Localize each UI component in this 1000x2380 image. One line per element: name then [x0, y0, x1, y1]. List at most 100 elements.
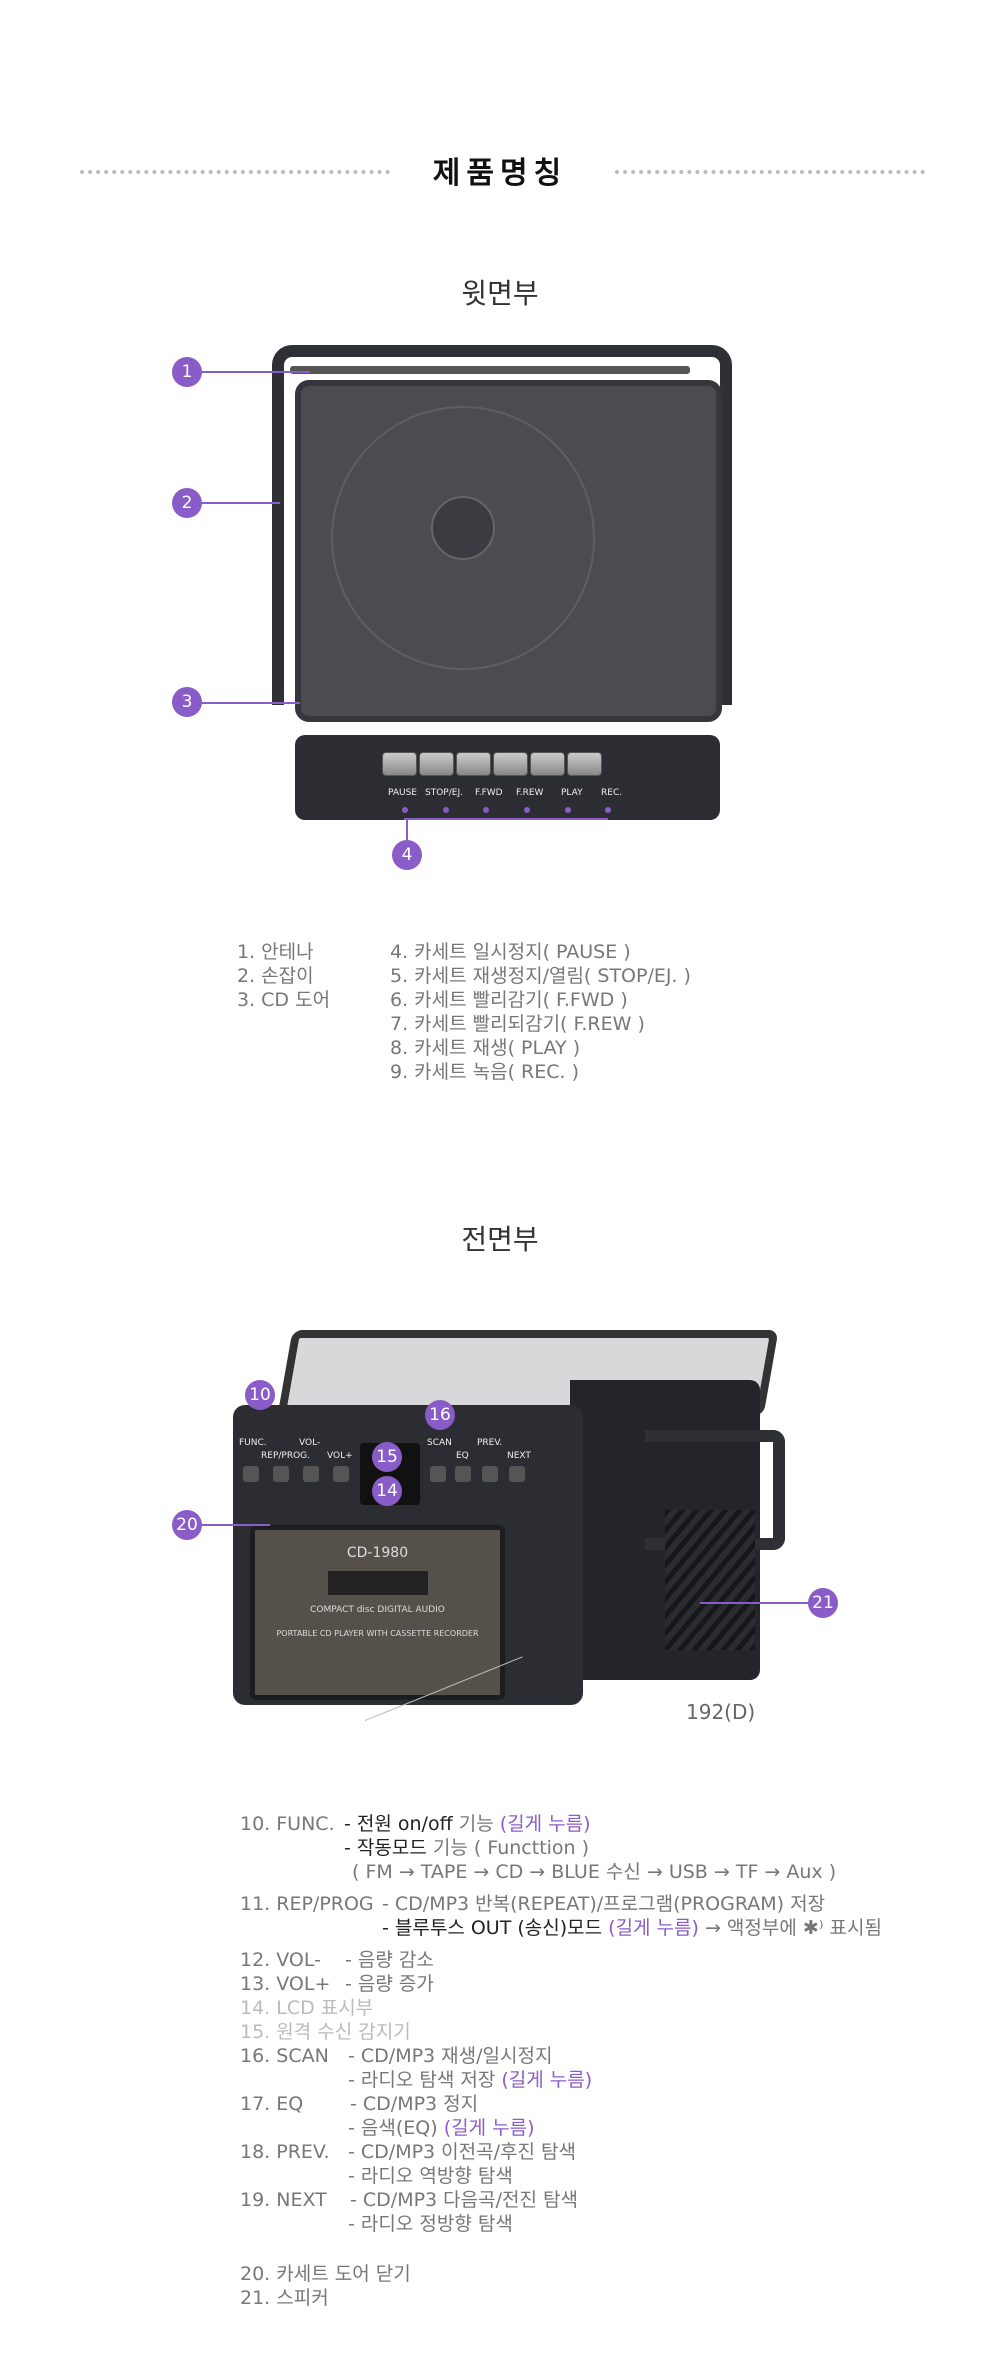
model-label: CD-1980: [346, 1545, 409, 1561]
door-caption: PORTABLE CD PLAYER WITH CASSETTE RECORDE…: [276, 1629, 479, 1638]
ffwd-button[interactable]: [456, 752, 491, 776]
text-segment: 19. NEXT: [240, 2189, 327, 2211]
desc-14: 14. LCD 표시부: [240, 1997, 374, 2019]
callout-dot: [565, 807, 571, 813]
cassette-deck-base: [295, 735, 720, 820]
label-pause: PAUSE: [388, 788, 417, 798]
desc-11: 11. REP/PROG- CD/MP3 반복(REPEAT)/프로그램(PRO…: [240, 1892, 882, 1916]
label-frew: F.REW: [516, 788, 544, 798]
text-segment: 18. PREV.: [240, 2141, 330, 2163]
text-segment: 기능: [452, 1813, 500, 1835]
label-ffwd: F.FWD: [475, 788, 503, 798]
text-segment: - 블루투스 OUT (송신)모드: [382, 1917, 603, 1939]
callout-16: 16: [425, 1400, 455, 1430]
top-parts-list-col1: 1. 안테나 2. 손잡이 3. CD 도어: [237, 940, 330, 1012]
callout-4: 4: [392, 840, 422, 870]
text-segment: - 작동모드: [344, 1837, 427, 1859]
callout-leader-line: [200, 371, 310, 373]
bluetooth-icon: ✱⁾: [802, 1917, 824, 1939]
label-next: NEXT: [507, 1451, 531, 1461]
text-segment: - 음량 감소: [345, 1949, 434, 1971]
callout-3: 3: [172, 687, 202, 717]
label-rep-prog: REP/PROG.: [261, 1451, 310, 1461]
pause-button[interactable]: [382, 752, 417, 776]
desc-20: 20. 카세트 도어 닫기: [240, 2263, 411, 2285]
label-play: PLAY: [561, 788, 583, 798]
power-button[interactable]: [243, 1466, 259, 1482]
list-item: 6. 카세트 빨리감기( F.FWD ): [390, 989, 628, 1011]
label-scan: SCAN: [427, 1438, 452, 1448]
desc-15: 15. 원격 수신 감지기: [240, 2021, 411, 2043]
callout-15: 15: [372, 1442, 402, 1472]
cd-door: [295, 380, 722, 722]
callout-leader-line: [404, 818, 608, 820]
front-parts-descriptions: 10. FUNC. - 전원 on/off 기능 (길게 누름) - 작동모드 기…: [240, 1812, 882, 2310]
callout-10: 10: [245, 1380, 275, 1410]
stop-ej-button[interactable]: [419, 752, 454, 776]
vol-plus-button[interactable]: [333, 1466, 349, 1482]
rep-prog-button[interactable]: [273, 1466, 289, 1482]
callout-14: 14: [372, 1476, 402, 1506]
desc-21: 21. 스피커: [240, 2287, 329, 2309]
text-segment: (길게 누름): [499, 1813, 591, 1835]
text-segment: 13. VOL+: [240, 1973, 331, 1995]
text-segment: - 라디오 탐색 저장 (길게 누름): [240, 2068, 882, 2092]
text-segment: - 라디오 역방향 탐색: [348, 2165, 513, 2187]
desc-19: 19. NEXT - CD/MP3 다음곡/전진 탐색: [240, 2188, 882, 2212]
list-item: 7. 카세트 빨리되감기( F.REW ): [390, 1013, 645, 1035]
vol-minus-button[interactable]: [303, 1466, 319, 1482]
prev-button[interactable]: [482, 1466, 498, 1482]
text-segment: - CD/MP3 재생/일시정지: [348, 2045, 553, 2067]
callout-dot: [605, 807, 611, 813]
list-item: 1. 안테나: [237, 941, 314, 963]
text-segment: - CD/MP3 반복(REPEAT)/프로그램(PROGRAM) 저장: [382, 1893, 826, 1915]
list-item: 8. 카세트 재생( PLAY ): [390, 1037, 581, 1059]
top-view-product-image: PAUSE STOP/EJ. F.FWD F.REW PLAY REC.: [270, 340, 740, 820]
title-divider-left: [80, 170, 390, 178]
text-segment: 10. FUNC.: [240, 1813, 335, 1835]
callout-dot: [524, 807, 530, 813]
list-item: 2. 손잡이: [237, 965, 314, 987]
callout-leader-line: [700, 1602, 810, 1604]
callout-2: 2: [172, 488, 202, 518]
text-segment: - 블루투스 OUT (송신)모드 (길게 누름) → 액정부에 ✱⁾ 표시됨: [240, 1916, 882, 1940]
callout-21: 21: [808, 1588, 838, 1618]
text-segment: - 작동모드 기능 ( Functtion ): [240, 1836, 882, 1860]
label-prev: PREV.: [477, 1438, 503, 1448]
text-segment: - 음색(EQ): [348, 2117, 438, 2139]
desc-12: 12. VOL- - 음량 감소: [240, 1948, 882, 1972]
text-segment: 16. SCAN: [240, 2045, 329, 2067]
text-segment: (길게 누름): [437, 2117, 535, 2139]
list-item: 4. 카세트 일시정지( PAUSE ): [390, 941, 631, 963]
page-title: 제품명칭: [432, 156, 568, 191]
play-button[interactable]: [530, 752, 565, 776]
antenna: [290, 366, 690, 374]
dimension-label: 192(D): [686, 1700, 756, 1724]
scan-button[interactable]: [430, 1466, 446, 1482]
desc-13: 13. VOL+- 음량 증가: [240, 1972, 882, 1996]
callout-leader-line: [200, 1524, 270, 1526]
text-segment: - 라디오 탐색 저장: [348, 2069, 496, 2091]
label-stop-ej: STOP/EJ.: [425, 788, 463, 798]
top-view-heading: 윗면부: [461, 277, 539, 310]
text-segment: ( FM → TAPE → CD → BLUE 수신 → USB → TF → …: [352, 1861, 837, 1883]
text-segment: 12. VOL-: [240, 1949, 321, 1971]
list-item: 3. CD 도어: [237, 989, 331, 1011]
next-button[interactable]: [509, 1466, 525, 1482]
text-segment: - 음색(EQ) (길게 누름): [240, 2116, 882, 2140]
label-rec: REC.: [601, 788, 623, 798]
label-eq: EQ: [456, 1451, 469, 1461]
desc-16: 16. SCAN - CD/MP3 재생/일시정지: [240, 2044, 882, 2068]
label-func: FUNC.: [239, 1438, 267, 1448]
top-parts-list-col2: 4. 카세트 일시정지( PAUSE ) 5. 카세트 재생정지/열림( STO…: [390, 940, 691, 1084]
text-segment: - CD/MP3 다음곡/전진 탐색: [350, 2189, 578, 2211]
spindle: [431, 496, 495, 560]
rec-button[interactable]: [567, 752, 602, 776]
speaker-grille: [665, 1510, 755, 1650]
cassette-door: CD-1980 COMPACT disc DIGITAL AUDIO PORTA…: [250, 1525, 505, 1700]
eq-button[interactable]: [455, 1466, 471, 1482]
text-segment: - 전원 on/off: [344, 1813, 453, 1835]
text-segment: 17. EQ: [240, 2093, 304, 2115]
frew-button[interactable]: [493, 752, 528, 776]
text-segment: → 액정부에: [698, 1917, 803, 1939]
